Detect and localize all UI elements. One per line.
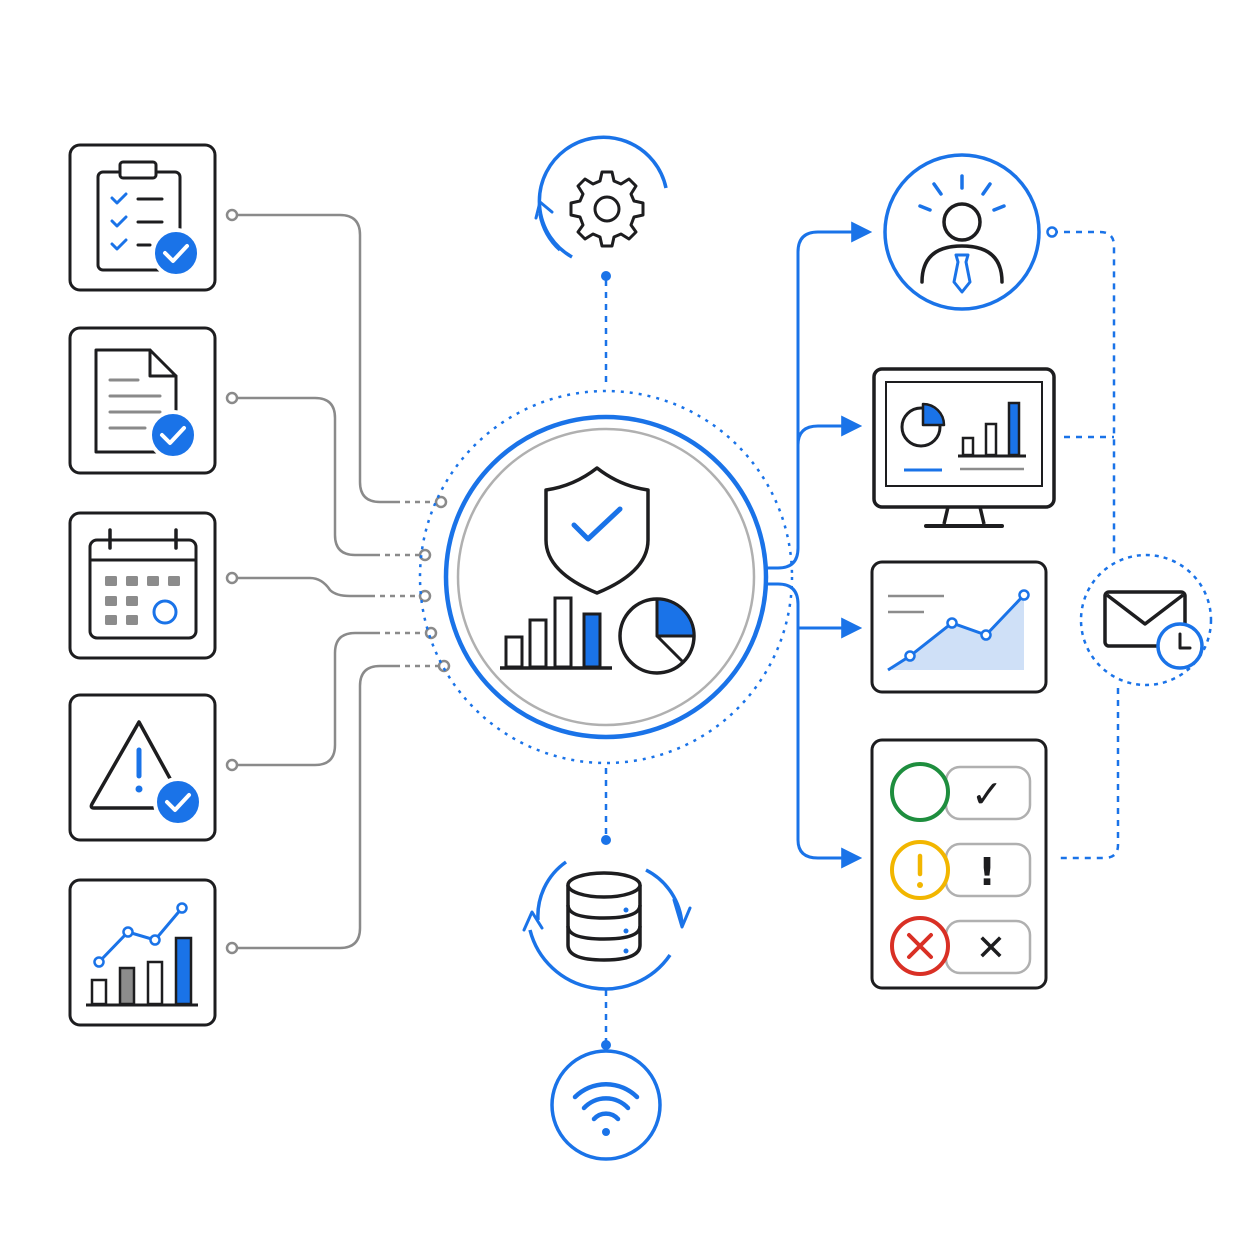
status-mark-ok: ✓ — [971, 772, 1003, 816]
connector-clipboard — [232, 213, 395, 504]
left-connectors — [232, 213, 395, 950]
right-connectors — [760, 221, 873, 869]
status-mark-warning: ! — [978, 850, 995, 894]
email-clock-icon — [1103, 590, 1204, 670]
status-checklist-icon: ✓ ! ✕ — [890, 762, 1032, 976]
connector-calendar — [232, 576, 370, 598]
input-card-warning[interactable] — [68, 693, 217, 842]
wifi-node[interactable] — [550, 1049, 662, 1161]
status-mark-error: ✕ — [976, 928, 1006, 969]
verified-check-icon — [153, 777, 203, 827]
wifi-icon — [572, 1082, 640, 1136]
verified-check-icon — [148, 410, 198, 460]
output-person-node[interactable] — [883, 153, 1041, 311]
connector-chart — [232, 664, 395, 950]
connector-warning — [232, 631, 375, 767]
bar-chart-icon — [500, 596, 612, 670]
right-dotted-links — [1052, 230, 1120, 860]
output-trend-card[interactable] — [870, 560, 1048, 694]
verified-check-icon — [151, 228, 201, 278]
database-icon — [566, 871, 642, 962]
database-node[interactable] — [522, 860, 692, 991]
left-connector-dashes — [370, 500, 444, 668]
bar-line-chart-icon — [86, 902, 198, 1007]
gear-icon — [569, 170, 645, 248]
pie-chart-icon — [618, 597, 696, 675]
clipboard-checklist-icon — [96, 160, 182, 272]
status-row-ok: ✓ — [890, 762, 1032, 822]
calendar-icon — [88, 528, 198, 640]
output-monitor-node[interactable] — [872, 367, 1056, 528]
input-card-document[interactable] — [68, 326, 217, 475]
monitor-dashboard-icon — [872, 367, 1056, 528]
connector-document — [232, 396, 375, 557]
left-connector-endpoints — [225, 208, 451, 955]
status-row-error: ✕ — [890, 916, 1032, 976]
central-hub[interactable] — [418, 389, 794, 765]
output-status-card[interactable]: ✓ ! ✕ — [870, 738, 1048, 990]
area-trend-chart-icon — [887, 589, 1030, 672]
status-row-warning: ! — [890, 840, 1032, 900]
input-card-chart[interactable] — [68, 878, 217, 1027]
input-card-clipboard[interactable] — [68, 143, 217, 292]
settings-node[interactable] — [534, 135, 668, 259]
input-card-calendar[interactable] — [68, 511, 217, 660]
person-idea-icon — [918, 174, 1006, 294]
email-schedule-node[interactable] — [1079, 553, 1213, 687]
shield-check-icon — [544, 466, 650, 595]
